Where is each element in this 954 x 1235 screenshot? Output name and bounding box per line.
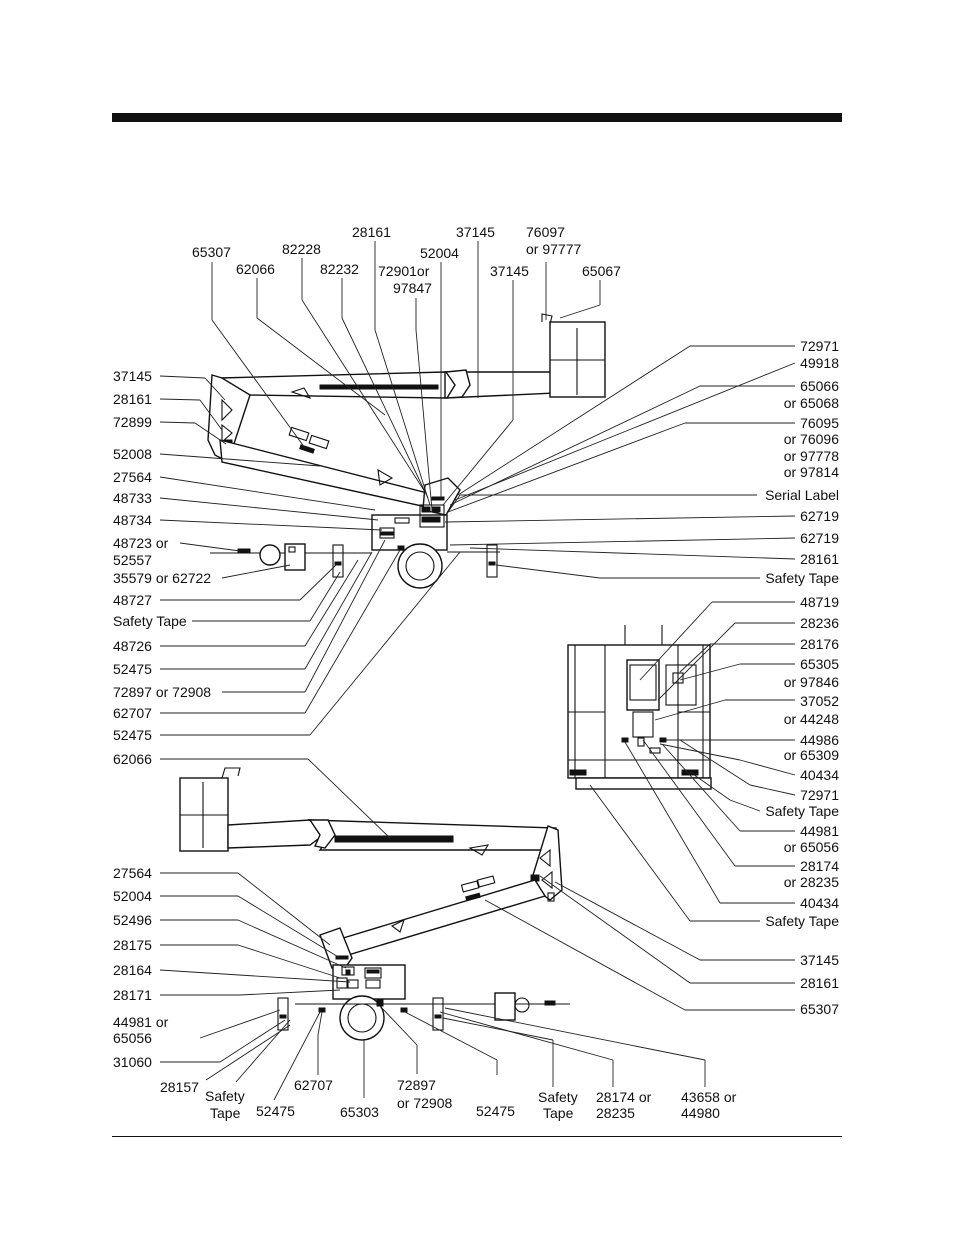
label-serial: Serial Label (765, 487, 839, 503)
label-65068: or 65068 (784, 395, 839, 411)
label-65056-left: 65056 (113, 1030, 152, 1046)
label-28161-left: 28161 (113, 391, 152, 407)
label-52496: 52496 (113, 912, 152, 928)
label-62066-bottom: 62066 (113, 751, 152, 767)
label-27564-top: 27564 (113, 469, 152, 485)
machine-side-view-top (207, 313, 606, 589)
label-72971-a: 72971 (800, 338, 839, 354)
label-48734: 48734 (113, 512, 152, 528)
label-82228: 82228 (282, 241, 321, 257)
label-37145-top-b: 37145 (490, 263, 529, 279)
top-rule (112, 113, 842, 122)
label-76096: or 76096 (784, 431, 839, 447)
label-65067: 65067 (582, 263, 621, 279)
label-28161-top: 28161 (352, 224, 391, 240)
label-44981-right: 44981 (800, 823, 839, 839)
label-28161-right: 28161 (800, 551, 839, 567)
label-37145-bottom: 37145 (800, 952, 839, 968)
label-40434-b: 40434 (800, 895, 839, 911)
part-number-labels: 65307 62066 82228 82232 28161 72901or 97… (113, 224, 839, 1121)
label-72971-b: 72971 (800, 787, 839, 803)
label-49918: 49918 (800, 355, 839, 371)
label-44980: 44980 (681, 1105, 720, 1121)
label-44986: 44986 (800, 732, 839, 748)
label-65305: 65305 (800, 656, 839, 672)
label-28235-right: or 28235 (784, 874, 839, 890)
label-62066-top: 62066 (236, 261, 275, 277)
bottom-rule (112, 1136, 842, 1137)
label-72897-bottom: 72897 (397, 1077, 436, 1093)
label-65066: 65066 (800, 378, 839, 394)
label-48727: 48727 (113, 592, 152, 608)
label-52475-left-b: 52475 (113, 727, 152, 743)
label-44981-left: 44981 or (113, 1014, 169, 1030)
label-28174-bottom: 28174 or (596, 1089, 652, 1105)
label-37052: 37052 (800, 693, 839, 709)
label-62719-a: 62719 (800, 508, 839, 524)
label-28174-right: 28174 (800, 858, 839, 874)
label-97777: or 97777 (526, 241, 581, 257)
label-safety-bottom-b1: Safety (538, 1089, 578, 1105)
label-48719: 48719 (800, 594, 839, 610)
label-28164: 28164 (113, 962, 152, 978)
label-72897-left: 72897 or 72908 (113, 684, 211, 700)
label-82232: 82232 (320, 261, 359, 277)
label-72901: 72901or (378, 263, 430, 279)
label-52557: 52557 (113, 552, 152, 568)
label-65307-top: 65307 (192, 244, 231, 260)
label-97847: 97847 (393, 280, 432, 296)
label-44248: or 44248 (784, 711, 839, 727)
label-28171: 28171 (113, 987, 152, 1003)
label-28161-bottom: 28161 (800, 975, 839, 991)
label-43658: 43658 or (681, 1089, 737, 1105)
label-52475-left-a: 52475 (113, 661, 152, 677)
label-safety-tape-right-c: Safety Tape (765, 913, 839, 929)
label-97778: or 97778 (784, 448, 839, 464)
label-48733: 48733 (113, 490, 152, 506)
label-52004-top: 52004 (420, 245, 459, 261)
label-52008: 52008 (113, 446, 152, 462)
label-safety-tape-left: Safety Tape (113, 613, 187, 629)
label-65309: or 65309 (784, 747, 839, 763)
label-48726: 48726 (113, 638, 152, 654)
label-37145-left: 37145 (113, 368, 152, 384)
label-76095: 76095 (800, 415, 839, 431)
label-65303: 65303 (340, 1104, 379, 1120)
label-27564-bottom: 27564 (113, 865, 152, 881)
label-72899: 72899 (113, 414, 152, 430)
label-safety-bottom-a1: Safety (205, 1088, 245, 1104)
label-28235-bottom: 28235 (596, 1105, 635, 1121)
label-35579: 35579 or 62722 (113, 570, 211, 586)
label-65056-right: or 65056 (784, 839, 839, 855)
label-tape-bottom-b2: Tape (543, 1105, 574, 1121)
label-97846: or 97846 (784, 674, 839, 690)
label-52475-bottom-a: 52475 (256, 1103, 295, 1119)
label-97814: or 97814 (784, 464, 839, 480)
label-31060: 31060 (113, 1054, 152, 1070)
label-48723: 48723 or (113, 535, 169, 551)
label-72908-bottom: or 72908 (397, 1095, 452, 1111)
machine-rear-view (567, 625, 712, 790)
label-safety-tape-right-b: Safety Tape (765, 803, 839, 819)
label-65307-bottom: 65307 (800, 1001, 839, 1017)
label-28236: 28236 (800, 615, 839, 631)
label-28176: 28176 (800, 636, 839, 652)
label-tape-bottom-a2: Tape (210, 1105, 241, 1121)
label-28175: 28175 (113, 937, 152, 953)
machine-side-view-bottom (179, 767, 570, 1041)
label-62707-left: 62707 (113, 705, 152, 721)
label-76097: 76097 (526, 224, 565, 240)
label-40434-a: 40434 (800, 767, 839, 783)
label-37145-top-a: 37145 (456, 224, 495, 240)
label-52475-bottom-b: 52475 (476, 1103, 515, 1119)
leader-lines (159, 241, 796, 1101)
label-28157: 28157 (160, 1079, 199, 1095)
label-62719-b: 62719 (800, 530, 839, 546)
label-safety-tape-right-a: Safety Tape (765, 570, 839, 586)
label-52004-bottom: 52004 (113, 888, 152, 904)
label-62707-bottom: 62707 (294, 1077, 333, 1093)
